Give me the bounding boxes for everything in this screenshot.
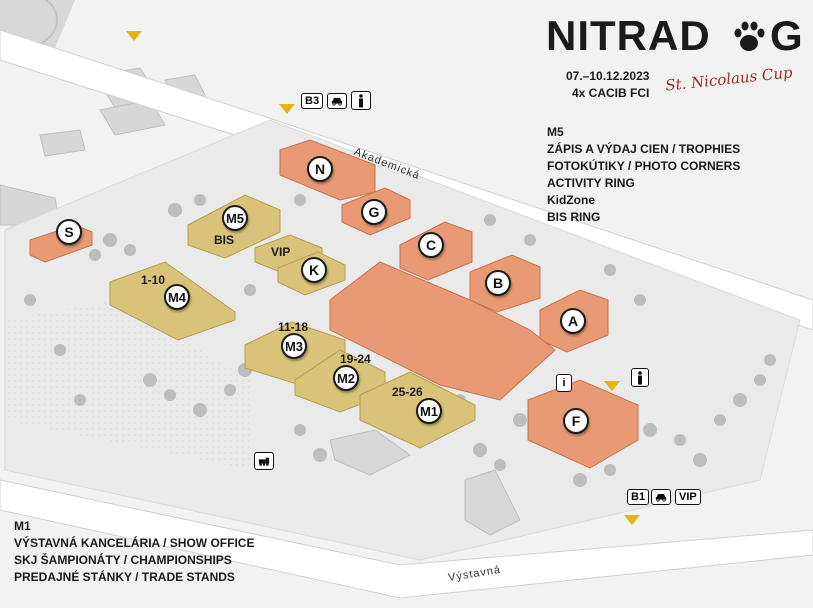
- event-cacib: 4x CACIB FCI: [572, 86, 650, 100]
- legend-m5-line: FOTOKÚTIKY / PHOTO CORNERS: [547, 159, 741, 173]
- event-dates: 07.–10.12.2023: [566, 69, 650, 83]
- entrance-arrow: [604, 381, 620, 391]
- toilet-icon: [351, 91, 371, 110]
- hall-marker-m5[interactable]: M5: [222, 205, 248, 231]
- label-rings-m1: 25-26: [392, 385, 423, 399]
- legend-m5-line: ZÁPIS A VÝDAJ CIEN / TROPHIES: [547, 142, 741, 156]
- entrance-arrow: [279, 104, 295, 114]
- legend-m1-line: PREDAJNÉ STÁNKY / TRADE STANDS: [14, 570, 235, 584]
- legend-m1-line: SKJ ŠAMPIONÁTY / CHAMPIONSHIPS: [14, 553, 232, 567]
- hall-marker-a[interactable]: A: [560, 308, 586, 334]
- car-icon: [327, 93, 347, 109]
- hall-marker-c[interactable]: C: [418, 232, 444, 258]
- label-vip: VIP: [271, 245, 291, 259]
- legend-m1-line: VÝSTAVNÁ KANCELÁRIA / SHOW OFFICE: [14, 536, 255, 550]
- toilet-icon: [631, 368, 649, 387]
- hall-marker-b[interactable]: B: [485, 270, 511, 296]
- label-bis: BIS: [214, 233, 235, 247]
- parking-b3[interactable]: B3: [301, 93, 324, 109]
- hall-marker-f[interactable]: F: [563, 408, 589, 434]
- label-rings-m4: 1-10: [141, 273, 166, 287]
- label-rings-m3: 11-18: [278, 320, 309, 334]
- hall-marker-s[interactable]: S: [56, 219, 82, 245]
- entrance-arrow: [126, 31, 142, 41]
- legend-m5-line: KidZone: [547, 193, 595, 207]
- legend-m5: M5 ZÁPIS A VÝDAJ CIEN / TROPHIES FOTOKÚT…: [547, 124, 740, 226]
- parking-b1-vip[interactable]: VIP: [675, 489, 701, 505]
- legend-m1-title: M1: [14, 519, 31, 533]
- logo-text-a: NITRAD: [546, 12, 711, 59]
- legend-m5-line: ACTIVITY RING: [547, 176, 635, 190]
- hall-marker-k[interactable]: K: [301, 257, 327, 283]
- legend-m1: M1 VÝSTAVNÁ KANCELÁRIA / SHOW OFFICE SKJ…: [14, 518, 254, 586]
- car-icon: [651, 489, 671, 505]
- hall-marker-m3[interactable]: M3: [281, 333, 307, 359]
- hall-marker-m2[interactable]: M2: [333, 365, 359, 391]
- hall-marker-g[interactable]: G: [361, 199, 387, 225]
- hall-marker-n[interactable]: N: [307, 156, 333, 182]
- parking-b1[interactable]: B1: [627, 489, 650, 505]
- entrance-arrow: [624, 515, 640, 525]
- label-rings-m2: 19-24: [340, 352, 371, 366]
- train-icon: [254, 452, 274, 470]
- legend-m5-line: BIS RING: [547, 210, 601, 224]
- legend-m5-title: M5: [547, 125, 564, 139]
- vystavna-road: [0, 479, 813, 599]
- info-icon[interactable]: i: [556, 374, 572, 392]
- hall-marker-m1[interactable]: M1: [416, 398, 442, 424]
- trees: [24, 194, 776, 487]
- paw-icon: [734, 21, 765, 51]
- hall-marker-m4[interactable]: M4: [164, 284, 190, 310]
- logo-text-b: G: [770, 12, 804, 59]
